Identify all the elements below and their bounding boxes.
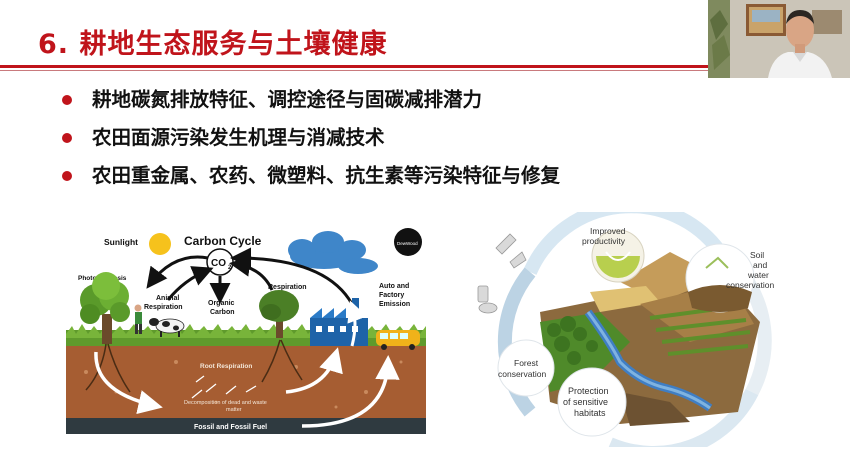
tree-icon-2 [259,290,299,338]
presenter-video[interactable] [708,0,850,78]
bullet-dot-icon [62,133,72,143]
soil-water-label-2: and [753,260,767,270]
soil-water-label-1: Soil [750,250,764,260]
title-underline [0,65,708,68]
carbon-cycle-title: Carbon Cycle [184,234,262,248]
tree-icon [80,272,130,344]
title-underline-thin [0,70,708,71]
brand-logo [394,228,422,256]
ecosystem-services-figure: Improved productivity Soil and water con… [470,199,790,460]
bullet-list: 耕地碳氮排放特征、调控途径与固碳减排潜力 农田面源污染发生机理与消减技术 农田重… [62,86,560,200]
auto-emission-label-3: Emission [379,301,410,308]
habitat-protection-label-1: Protection [568,386,609,396]
bullet-item: 农田面源污染发生机理与消减技术 [62,124,560,162]
organic-carbon-label: Organic [208,300,235,307]
brand-label: DewWood [397,241,418,246]
forest-conservation-label-2: conservation [498,369,546,379]
slide-title: 6. 耕地生态服务与土壤健康 [38,29,388,60]
root-respiration-label: Root Respiration [200,363,252,370]
soil-water-label-3: water [747,270,769,280]
auto-emission-label-1: Auto and [379,283,409,290]
cloud-icon [288,231,378,274]
auto-emission-label-2: Factory [379,292,404,299]
bullet-item: 耕地碳氮排放特征、调控途径与固碳减排潜力 [62,86,560,124]
person-icon [134,304,142,334]
co2-label: CO [211,258,226,269]
forest-conservation-label-1: Forest [514,358,539,368]
fossil-fuel-label: Fossil and Fossil Fuel [194,424,267,431]
animal-respiration-label: Animal [156,295,179,302]
bullet-text: 耕地碳氮排放特征、调控途径与固碳减排潜力 [92,88,483,111]
organic-carbon-label-2: Carbon [210,309,235,316]
improved-productivity-label-2: productivity [582,236,626,246]
sunlight-label: Sunlight [104,237,138,247]
cow-icon [149,318,185,337]
bullet-text: 农田面源污染发生机理与消减技术 [92,126,385,149]
bullet-item: 农田重金属、农药、微塑料、抗生素等污染特征与修复 [62,162,560,200]
sun-icon [149,233,171,255]
animal-respiration-label-2: Respiration [144,304,183,311]
soil-water-label-4: conservation [726,280,774,290]
habitat-protection-label-2: of sensitive [563,397,608,407]
decomposition-label-2: matter [226,407,242,413]
vehicle-icon [376,330,420,350]
habitat-protection-label-3: habitats [574,408,606,418]
bullet-text: 农田重金属、农药、微塑料、抗生素等污染特征与修复 [92,164,561,187]
farm-tools-icon [477,233,527,314]
bullet-dot-icon [62,95,72,105]
respiration-label: Respiration [268,284,307,291]
habitat-protection-badge [557,367,627,437]
bullet-dot-icon [62,171,72,181]
carbon-cycle-figure: Sunlight Carbon Cycle CO 2 DewWood [66,222,426,434]
forest-conservation-badge [497,339,555,397]
improved-productivity-label: Improved [590,226,626,236]
decomposition-label: Decomposition of dead and waste [184,400,267,406]
presenter-avatar [708,0,850,78]
